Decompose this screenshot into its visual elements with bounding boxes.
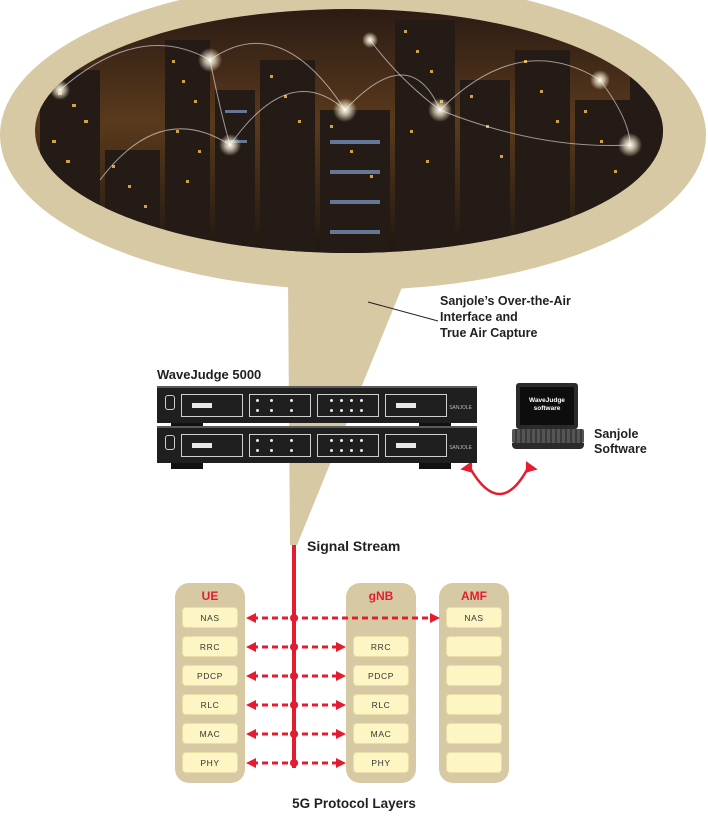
gnb-column-title: gNB — [368, 589, 394, 603]
wavejudge-unit-1: SANJOLE — [157, 386, 477, 429]
ue-column-title: UE — [201, 589, 219, 603]
brand-logo: SANJOLE — [449, 405, 472, 411]
laptop-screen-line-2: software — [533, 405, 561, 412]
gnb-cell-phy: PHY — [353, 752, 409, 773]
ue-cell-rlc: RLC — [182, 694, 238, 715]
gnb-cell-rlc: RLC — [353, 694, 409, 715]
amf-cell-empty — [446, 636, 502, 657]
ue-cell-nas: NAS — [182, 607, 238, 628]
front-panel-1 — [181, 394, 243, 417]
brand-logo: SANJOLE — [449, 445, 472, 451]
callout-text: Sanjole’s Over-the-Air Interface and Tru… — [440, 293, 571, 341]
wavejudge-unit-2: SANJOLE — [157, 426, 477, 469]
amf-column: AMF NAS — [439, 583, 509, 783]
laptop-label-line-2: Software — [594, 442, 647, 456]
sync-arrow-head-left — [460, 461, 473, 473]
laptop-icon: WaveJudge software — [512, 383, 584, 459]
ue-column: UE NAS RRC PDCP RLC MAC PHY — [175, 583, 245, 783]
gnb-cell-rrc: RRC — [353, 636, 409, 657]
callout-text-line-1: Sanjole’s Over-the-Air — [440, 294, 571, 308]
power-button-icon — [165, 435, 175, 450]
amf-cell-empty — [446, 723, 502, 744]
amf-cell-empty — [446, 752, 502, 773]
ue-cell-pdcp: PDCP — [182, 665, 238, 686]
ue-cell-mac: MAC — [182, 723, 238, 744]
callout-text-line-3: True Air Capture — [440, 326, 538, 340]
sync-arrow-head-right — [525, 461, 538, 473]
ue-cell-rrc: RRC — [182, 636, 238, 657]
signal-stream-label: Signal Stream — [307, 538, 401, 554]
front-panel-4 — [385, 434, 447, 457]
laptop-screen-line-1: WaveJudge — [529, 397, 565, 404]
front-panel-3 — [317, 434, 379, 457]
laptop-label-line-1: Sanjole — [594, 427, 639, 441]
front-panel-2 — [249, 434, 311, 457]
laptop-label: Sanjole Software — [594, 427, 647, 457]
gnb-cell-pdcp: PDCP — [353, 665, 409, 686]
front-panel-4 — [385, 394, 447, 417]
front-panel-2 — [249, 394, 311, 417]
device-title: WaveJudge 5000 — [157, 367, 262, 382]
power-button-icon — [165, 395, 175, 410]
gnb-cell-mac: MAC — [353, 723, 409, 744]
amf-cell-empty — [446, 694, 502, 715]
amf-column-title: AMF — [461, 589, 487, 603]
gnb-column: gNB RRC PDCP RLC MAC PHY — [346, 583, 416, 783]
laptop-keyboard — [512, 429, 584, 443]
front-panel-1 — [181, 434, 243, 457]
ue-cell-phy: PHY — [182, 752, 238, 773]
amf-cell-nas: NAS — [446, 607, 502, 628]
protocol-layers-label: 5G Protocol Layers — [292, 796, 416, 811]
callout-text-line-2: Interface and — [440, 310, 518, 324]
amf-cell-empty — [446, 665, 502, 686]
sync-arrow — [468, 467, 530, 496]
front-panel-3 — [317, 394, 379, 417]
callout-leader-line — [367, 301, 439, 322]
laptop-screen: WaveJudge software — [516, 383, 578, 429]
